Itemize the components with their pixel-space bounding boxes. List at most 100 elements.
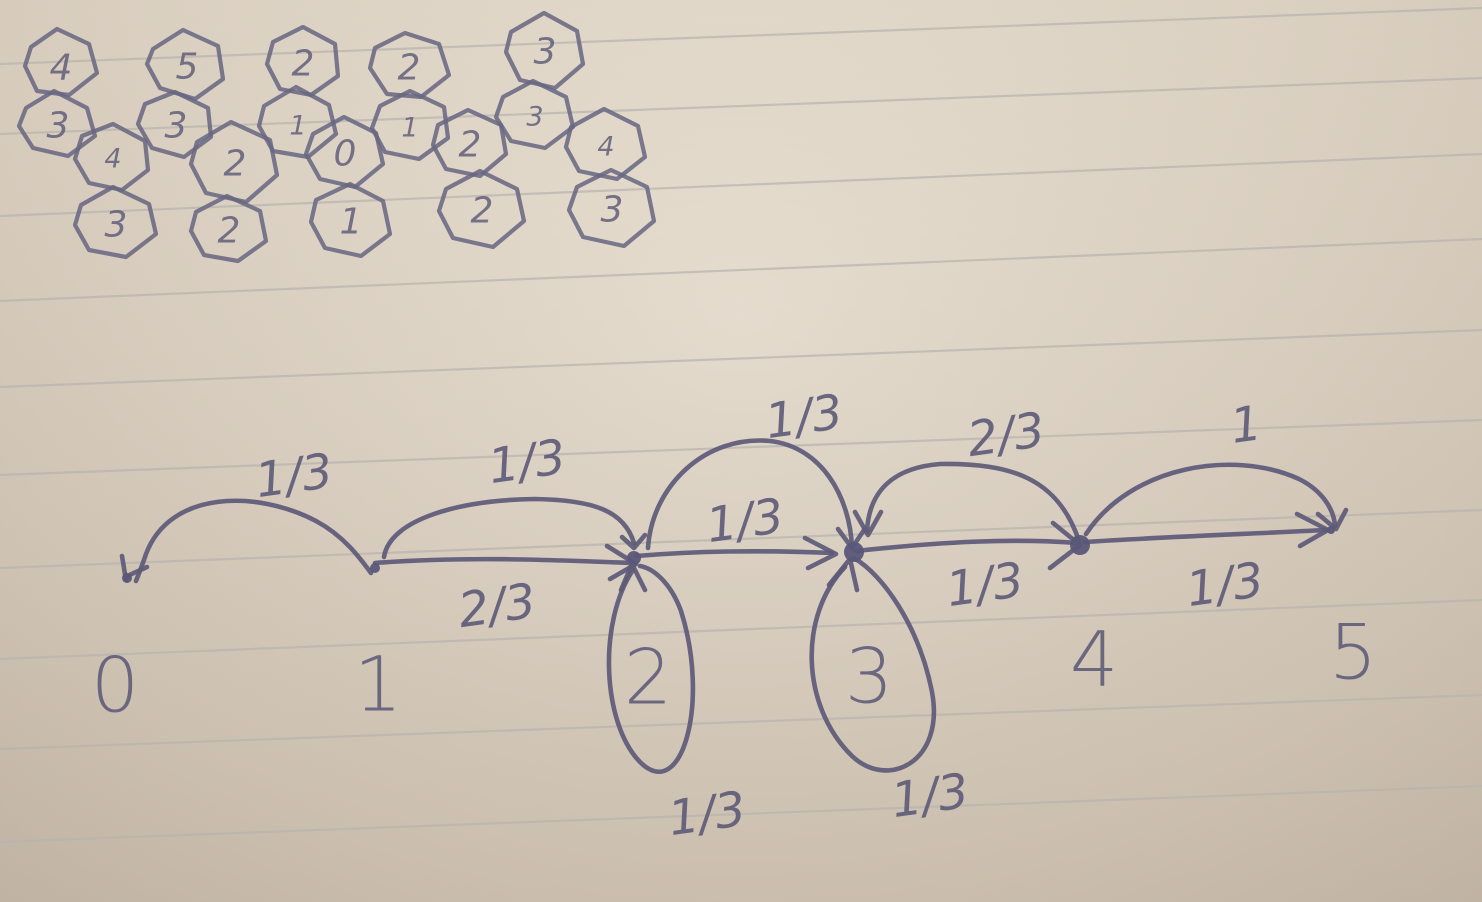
hex-number: 2 xyxy=(218,211,241,252)
ruled-line xyxy=(0,418,1482,477)
hex-number: 3 xyxy=(601,190,624,231)
edge-label-2-to-3-upper: 1/3 xyxy=(762,384,846,450)
edge-4-to-3 xyxy=(864,461,1082,544)
node-dot-2 xyxy=(627,551,641,565)
edge-label-2-loop: 1/3 xyxy=(665,781,749,847)
node-label-5: 5 xyxy=(1329,608,1377,697)
hex-number: 1 xyxy=(340,202,363,243)
edge-label-4-to-3: 2/3 xyxy=(964,402,1048,468)
hex-outline xyxy=(303,114,386,190)
state-graph: 0 1 2 3 4 5 1/3 1/3 2/3 1/3 1/3 1/3 2/3 … xyxy=(91,384,1377,847)
hex-number: 0 xyxy=(334,134,357,175)
hex-cell: 2 xyxy=(264,24,341,98)
hex-outline xyxy=(436,168,527,250)
ruled-line xyxy=(0,237,1482,303)
hex-outline xyxy=(22,26,100,98)
edge-label-3-to-4: 1/3 xyxy=(943,552,1027,618)
hex-number: 3 xyxy=(534,32,557,73)
hex-cell: 3 xyxy=(503,10,586,91)
edge-label-1-to-2-upper: 1/3 xyxy=(485,429,569,495)
hex-outline xyxy=(264,24,341,98)
hex-number: 3 xyxy=(47,106,70,147)
node-dot-0 xyxy=(122,573,132,583)
hex-outline xyxy=(503,10,586,91)
hex-cell: 5 xyxy=(144,27,226,102)
edge-label-4-to-5-upper: 1 xyxy=(1227,395,1265,455)
edge-label-1-to-0: 1/3 xyxy=(252,443,336,509)
hex-cell: 1 xyxy=(308,181,393,259)
edge-label-3-loop: 1/3 xyxy=(888,763,972,829)
hex-cell: 2 xyxy=(188,119,280,205)
hex-cell: 4 xyxy=(72,121,151,193)
hex-cell: 3 xyxy=(566,167,657,249)
hex-outline xyxy=(566,167,657,249)
hex-number: 2 xyxy=(459,125,482,166)
hex-number: 1 xyxy=(401,113,418,144)
edge-2-to-3-upper xyxy=(645,438,855,551)
node-dot-3 xyxy=(844,542,864,562)
hex-cell: 3 xyxy=(135,89,214,160)
node-label-3: 3 xyxy=(845,632,893,721)
edge-1-to-0 xyxy=(133,498,374,584)
hex-cell: 4 xyxy=(22,26,100,98)
edge-2-to-3-lower xyxy=(633,549,835,559)
ruled-line xyxy=(0,76,1482,136)
node-label-0: 0 xyxy=(91,641,139,730)
hex-number: 4 xyxy=(104,144,121,175)
hex-number: 1 xyxy=(289,111,306,142)
node-label-4: 4 xyxy=(1070,615,1118,704)
hex-cell: 2 xyxy=(367,30,452,100)
hex-number: 4 xyxy=(50,48,73,89)
arrowhead-right xyxy=(802,535,839,571)
edge-label-1-to-2-lower: 2/3 xyxy=(455,573,539,639)
node-label-1: 1 xyxy=(354,640,402,729)
hex-number: 2 xyxy=(471,191,494,232)
hex-outline xyxy=(493,78,576,151)
arrowhead-down xyxy=(1315,507,1349,532)
edge-2-loop xyxy=(606,563,696,774)
edge-label-4-to-5-lower: 1/3 xyxy=(1183,552,1267,618)
hex-cell: 3 xyxy=(493,78,576,151)
hex-outline xyxy=(144,27,226,102)
edge-label-2-to-3-lower: 1/3 xyxy=(703,488,787,554)
hex-number: 4 xyxy=(597,132,614,163)
hex-outline xyxy=(16,88,98,159)
hex-outline xyxy=(256,84,339,160)
ruled-line xyxy=(0,152,1482,218)
hex-number: 3 xyxy=(105,205,128,246)
ruled-line xyxy=(0,328,1482,389)
hex-number: 2 xyxy=(292,44,315,85)
arrowhead-down xyxy=(619,532,648,551)
hex-number: 3 xyxy=(165,106,188,147)
edge-1-to-2-upper xyxy=(381,496,637,560)
hex-cell: 1 xyxy=(256,84,339,160)
hex-outline xyxy=(188,119,280,205)
hex-number: 2 xyxy=(224,144,247,185)
hex-number: 5 xyxy=(176,47,199,88)
hex-cell: 2 xyxy=(430,107,509,179)
ruled-line xyxy=(0,6,1482,66)
node-label-2: 2 xyxy=(624,633,672,722)
hex-number: 3 xyxy=(526,102,543,133)
hex-outline xyxy=(72,184,159,260)
edge-3-loop xyxy=(809,555,937,773)
hex-outline xyxy=(72,121,151,193)
hex-cell: 4 xyxy=(563,106,648,182)
node-dot-5 xyxy=(1327,526,1335,534)
arrowhead-down xyxy=(852,509,884,538)
hex-outline xyxy=(308,181,393,259)
hex-outline xyxy=(563,106,648,182)
ruled-line xyxy=(0,693,1482,751)
edge-3-to-4-lower xyxy=(853,538,1081,554)
hex-number: 2 xyxy=(398,48,421,89)
edge-4-to-5-upper xyxy=(1083,462,1338,537)
edge-4-to-5-lower xyxy=(1082,527,1329,545)
hex-cell: 3 xyxy=(16,88,98,159)
hex-outline xyxy=(367,30,452,100)
hex-cell: 0 xyxy=(303,114,386,190)
hex-cell: 2 xyxy=(188,193,269,264)
ruled-line xyxy=(0,784,1482,844)
edge-1-to-2-lower xyxy=(372,556,635,566)
